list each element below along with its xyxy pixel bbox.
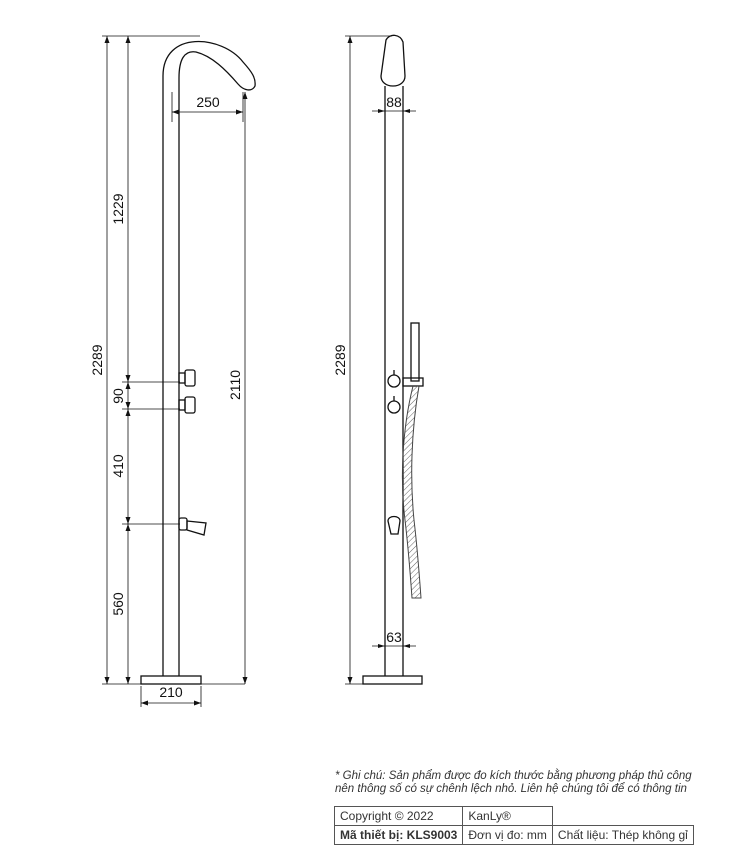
label-pipe-width-bottom: 63 xyxy=(386,629,402,645)
label-outlet-height: 2110 xyxy=(227,370,243,400)
copyright-cell: Copyright © 2022 xyxy=(333,806,464,826)
front-view xyxy=(140,40,256,685)
note-line-2: nên thông số có sự chênh lệch nhỏ. Liên … xyxy=(335,783,687,795)
side-lower-valve xyxy=(387,396,401,414)
front-base-plate xyxy=(140,675,202,685)
model-cell: Mã thiết bị: KLS9003 xyxy=(333,825,464,845)
unit-cell: Đơn vị đo: mm xyxy=(462,825,553,845)
side-base-plate xyxy=(362,675,423,685)
foot-spout xyxy=(178,517,207,536)
label-spout-reach: 250 xyxy=(196,94,220,110)
upper-valve-knob xyxy=(178,369,196,387)
material-cell: Chất liệu: Thép không gỉ xyxy=(551,825,694,845)
front-column xyxy=(162,40,256,676)
hand-shower-holder xyxy=(402,377,424,387)
side-shower-head xyxy=(380,34,406,87)
label-spout-height: 560 xyxy=(110,592,126,616)
empty-cell xyxy=(551,806,694,826)
measurement-note: * Ghi chú: Sản phẩm được đo kích thước b… xyxy=(335,770,745,796)
shower-hose xyxy=(401,385,422,599)
label-pipe-width-top: 88 xyxy=(386,94,402,110)
technical-drawing: 2289 1229 90 410 560 2110 250 210 xyxy=(89,34,424,707)
lower-valve-knob xyxy=(178,396,196,414)
label-upper-section: 1229 xyxy=(110,193,126,224)
hand-shower xyxy=(410,322,420,382)
side-dimensions xyxy=(345,35,416,685)
front-dimensions xyxy=(102,35,248,707)
spec-table: Copyright © 2022 KanLy® Mã thiết bị: KLS… xyxy=(333,806,694,845)
side-dimension-labels: 88 2289 63 xyxy=(332,94,402,645)
label-total-height: 2289 xyxy=(89,344,105,375)
side-upper-valve xyxy=(387,370,401,388)
label-side-total-height: 2289 xyxy=(332,344,348,375)
side-view xyxy=(362,34,424,685)
label-valve-to-spout: 410 xyxy=(110,454,126,478)
front-dimension-labels: 2289 1229 90 410 560 2110 250 210 xyxy=(89,94,243,700)
label-base-width: 210 xyxy=(159,684,183,700)
brand-cell: KanLy® xyxy=(462,806,553,826)
note-line-1: * Ghi chú: Sản phẩm được đo kích thước b… xyxy=(335,770,692,782)
label-valve-spacing: 90 xyxy=(110,388,126,404)
side-spout xyxy=(387,515,401,535)
